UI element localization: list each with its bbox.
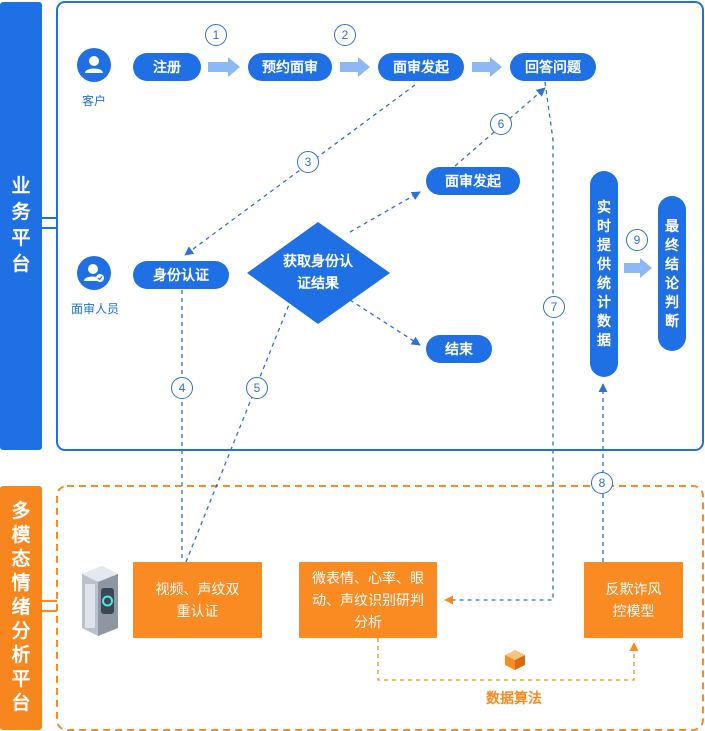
get-result-label: 获取身份认证结果 (283, 253, 353, 291)
business-platform-label: 业务平台 (0, 2, 42, 450)
user-icon (85, 56, 103, 73)
step-5: 5 (246, 377, 268, 399)
initiate-interview-node-2: 面审发起 (426, 167, 520, 195)
user-check-icon (84, 264, 104, 282)
step-2: 2 (334, 24, 356, 46)
step-9: 9 (626, 229, 648, 251)
step-1: 1 (205, 24, 227, 46)
algorithm-link (377, 638, 639, 681)
interviewer-avatar (77, 256, 111, 290)
step-8: 8 (591, 472, 613, 494)
cube-icon (505, 650, 525, 670)
server-icon (82, 566, 118, 636)
step-6: 6 (490, 113, 512, 135)
identity-auth-node: 身份认证 (133, 261, 229, 289)
final-conclusion-node: 最终结论判断 (658, 196, 686, 351)
micro-expression-box: 微表情、心率、眼动、声纹识别研判分析 (299, 562, 437, 638)
book-interview-node: 预约面审 (248, 53, 332, 81)
flow-arrows (208, 57, 652, 278)
customer-label: 客户 (81, 94, 106, 108)
video-voice-auth-box: 视频、声纹双重认证 (133, 562, 262, 638)
emotion-frame (56, 485, 704, 731)
business-frame (56, 1, 704, 451)
realtime-stats-node: 实时提供统计数据 (590, 171, 618, 377)
dashed-blue-links (181, 81, 608, 605)
register-node: 注册 (133, 53, 201, 81)
interviewer-label: 面审人员 (70, 302, 119, 316)
answer-questions-node: 回答问题 (510, 53, 596, 81)
step-7: 7 (543, 296, 565, 318)
get-result-diamond (247, 222, 390, 324)
step-3: 3 (297, 151, 319, 173)
customer-avatar (77, 48, 111, 82)
emotion-platform-label: 多模态情绪分析平台 (0, 486, 42, 730)
algorithm-label: 数据算法 (486, 690, 542, 706)
step-4: 4 (171, 377, 193, 399)
initiate-interview-node-1: 面审发起 (378, 53, 464, 81)
anti-fraud-box: 反欺诈风控模型 (584, 562, 683, 638)
side-connectors (42, 217, 57, 612)
end-node: 结束 (426, 335, 492, 363)
